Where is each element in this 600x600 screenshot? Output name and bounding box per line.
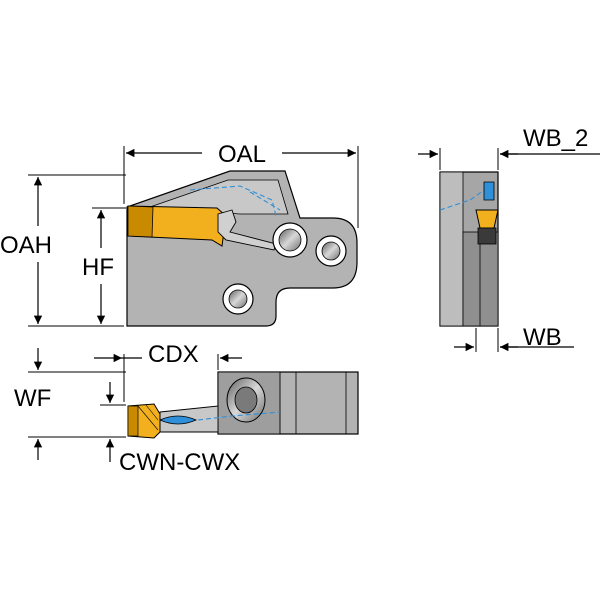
oah-label: OAH <box>0 232 52 259</box>
end-body-face <box>439 171 464 327</box>
insert-edge <box>127 205 154 238</box>
top-view: CDX WF CWN-CWX <box>14 341 359 476</box>
wb2-label: WB_2 <box>523 125 588 152</box>
clamp-screw-inner <box>278 228 302 252</box>
end-coolant <box>439 185 491 211</box>
wf-label: WF <box>14 385 51 412</box>
end-view: WB_2 WB <box>418 125 600 352</box>
top-coolant-channel <box>197 411 281 421</box>
end-coolant-nozzle <box>483 181 495 201</box>
hf-label: HF <box>82 254 114 281</box>
mounting-hole-right-inner <box>321 241 341 261</box>
oal-label: OAL <box>218 141 266 168</box>
coolant-channel-side <box>189 185 281 217</box>
cdx-label: CDX <box>148 341 199 368</box>
end-insert <box>475 209 499 229</box>
end-body-slot <box>462 231 499 327</box>
cwn-cwx-label: CWN-CWX <box>119 449 240 476</box>
wb-label: WB <box>523 324 562 351</box>
side-view: OAL OAH HF <box>0 141 359 327</box>
top-coolant-nozzle <box>159 415 197 425</box>
mounting-hole-bottom-inner <box>228 289 248 309</box>
